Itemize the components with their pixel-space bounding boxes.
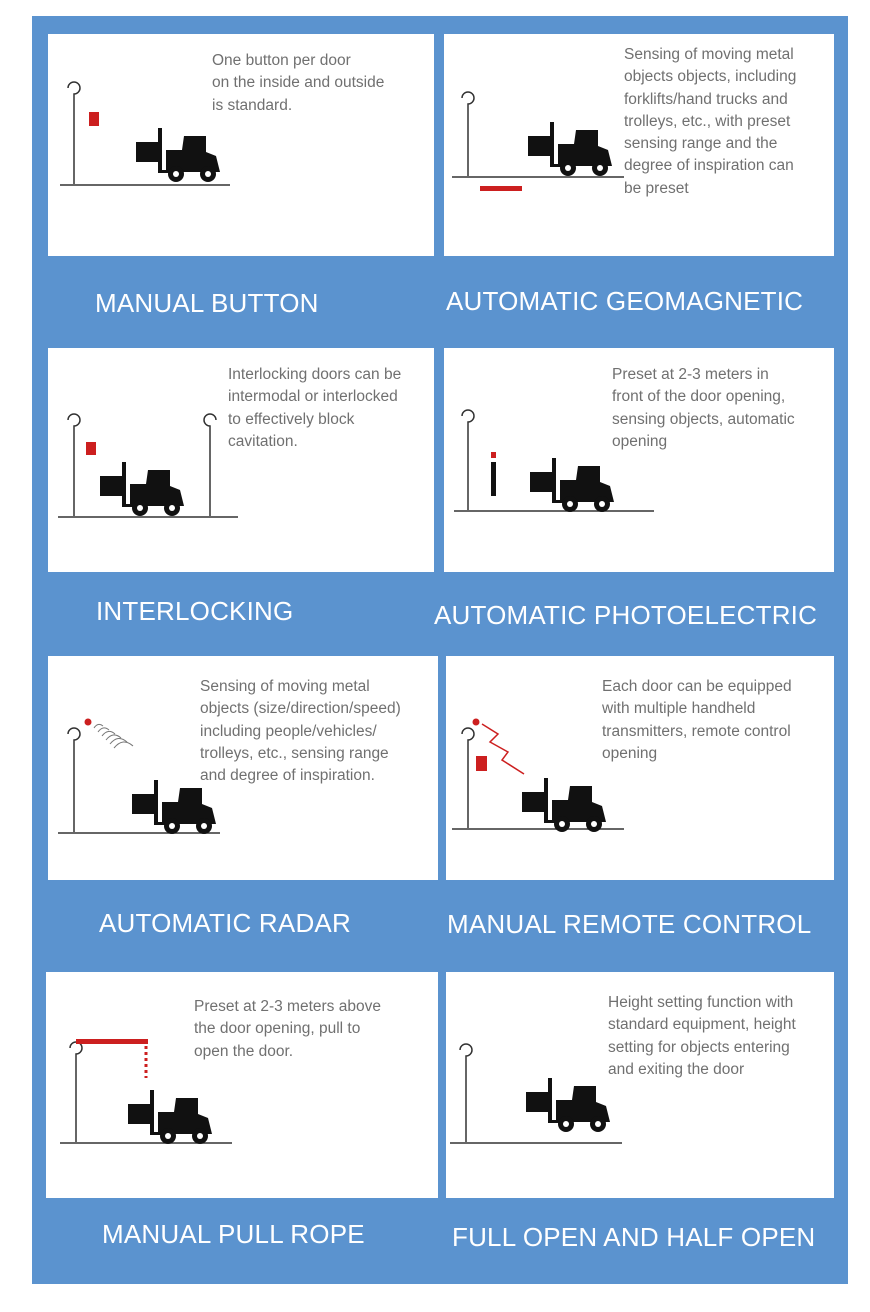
forklift-floor-loop-icon bbox=[452, 91, 624, 191]
mode-card-manual-remote-control: Each door can be equipped with multiple … bbox=[446, 656, 834, 880]
mode-title: AUTOMATIC GEOMAGNETIC bbox=[446, 286, 804, 316]
mode-card-interlocking: Interlocking doors can be intermodal or … bbox=[48, 348, 434, 572]
forklift-radar-icon bbox=[58, 718, 220, 834]
mode-title: MANUAL REMOTE CONTROL bbox=[447, 909, 812, 939]
mode-title: AUTOMATIC RADAR bbox=[99, 908, 351, 938]
mode-description: Interlocking doors can be intermodal or … bbox=[228, 366, 402, 450]
forklift-push-button-icon bbox=[60, 81, 230, 186]
mode-description: One button per door on the inside and ou… bbox=[212, 52, 385, 114]
forklift-height-setting-icon bbox=[450, 1043, 622, 1144]
mode-description: Sensing of moving metal objects objects,… bbox=[624, 46, 797, 197]
mode-title: MANUAL PULL ROPE bbox=[102, 1219, 365, 1249]
mode-card-full-open-half-open: Height setting function with standard eq… bbox=[446, 972, 834, 1198]
mode-card-manual-button: One button per door on the inside and ou… bbox=[48, 34, 434, 256]
mode-description: Each door can be equipped with multiple … bbox=[602, 678, 792, 762]
door-opening-modes-panel: One button per door on the inside and ou… bbox=[32, 16, 848, 1284]
mode-title: INTERLOCKING bbox=[96, 596, 294, 626]
mode-card-automatic-geomagnetic: Sensing of moving metal objects objects,… bbox=[444, 34, 834, 256]
mode-title: AUTOMATIC PHOTOELECTRIC bbox=[434, 600, 818, 630]
mode-title: FULL OPEN AND HALF OPEN bbox=[452, 1222, 816, 1252]
mode-card-automatic-photoelectric: Preset at 2-3 meters in front of the doo… bbox=[444, 348, 834, 572]
mode-description: Preset at 2-3 meters in front of the doo… bbox=[612, 366, 795, 450]
mode-description: Height setting function with standard eq… bbox=[608, 994, 796, 1078]
forklift-interlock-icon bbox=[58, 413, 238, 518]
mode-description: Sensing of moving metal objects (size/di… bbox=[200, 678, 401, 785]
forklift-pull-rope-icon bbox=[60, 1039, 232, 1144]
mode-card-manual-pull-rope: Preset at 2-3 meters above the door open… bbox=[46, 972, 438, 1198]
forklift-remote-icon bbox=[452, 718, 624, 832]
mode-title: MANUAL BUTTON bbox=[95, 288, 319, 318]
forklift-photocell-icon bbox=[454, 409, 654, 512]
mode-card-automatic-radar: Sensing of moving metal objects (size/di… bbox=[48, 656, 438, 880]
mode-description: Preset at 2-3 meters above the door open… bbox=[194, 998, 381, 1060]
